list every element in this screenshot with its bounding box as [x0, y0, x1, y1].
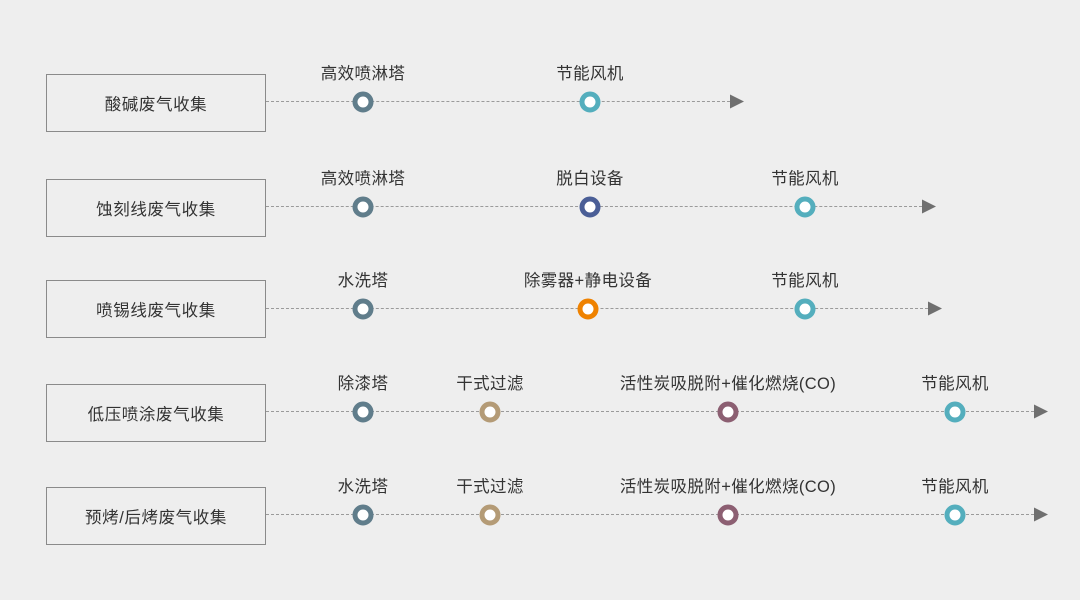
source-box[interactable]: 喷锡线废气收集: [46, 280, 266, 338]
process-node-marker[interactable]: [352, 298, 374, 320]
process-node-label: 除漆塔: [337, 375, 389, 393]
flow-arrow-head-icon: [1034, 507, 1048, 522]
process-node-marker[interactable]: [352, 504, 374, 526]
source-box[interactable]: 预烤/后烤废气收集: [46, 487, 266, 545]
source-box[interactable]: 蚀刻线废气收集: [46, 179, 266, 237]
process-node-label: 干式过滤: [456, 375, 524, 393]
process-node-marker[interactable]: [944, 401, 966, 423]
process-node-label: 活性炭吸脱附+催化燃烧(CO): [619, 375, 837, 393]
source-box-label: 酸碱废气收集: [104, 96, 208, 114]
process-node-label: 干式过滤: [456, 478, 524, 496]
process-node-label: 脱白设备: [556, 170, 624, 188]
process-node-label: 节能风机: [921, 375, 989, 393]
process-node-label: 节能风机: [771, 272, 839, 290]
process-node-label: 节能风机: [921, 478, 989, 496]
flow-arrow-head-icon: [922, 199, 936, 214]
process-node-marker[interactable]: [579, 196, 601, 218]
process-node-label: 节能风机: [771, 170, 839, 188]
flow-arrow-head-icon: [928, 301, 942, 316]
source-box[interactable]: 低压喷涂废气收集: [46, 384, 266, 442]
process-node-marker[interactable]: [579, 91, 601, 113]
process-node-marker[interactable]: [794, 196, 816, 218]
flow-connector-line: [266, 101, 730, 102]
process-node-marker[interactable]: [352, 401, 374, 423]
process-node-marker[interactable]: [479, 504, 501, 526]
process-node-label: 活性炭吸脱附+催化燃烧(CO): [619, 478, 837, 496]
flow-arrow-head-icon: [1034, 404, 1048, 419]
process-node-label: 高效喷淋塔: [320, 170, 406, 188]
process-node-marker[interactable]: [479, 401, 501, 423]
process-node-marker[interactable]: [944, 504, 966, 526]
process-node-label: 水洗塔: [337, 478, 389, 496]
process-node-marker[interactable]: [352, 91, 374, 113]
source-box[interactable]: 酸碱废气收集: [46, 74, 266, 132]
process-node-marker[interactable]: [352, 196, 374, 218]
source-box-label: 蚀刻线废气收集: [96, 201, 216, 219]
process-node-label: 高效喷淋塔: [320, 65, 406, 83]
process-node-label: 除雾器+静电设备: [523, 272, 653, 290]
source-box-label: 喷锡线废气收集: [96, 302, 216, 320]
source-box-label: 预烤/后烤废气收集: [85, 509, 227, 527]
process-node-marker[interactable]: [577, 298, 599, 320]
flow-connector-line: [266, 514, 1034, 515]
process-node-label: 水洗塔: [337, 272, 389, 290]
process-node-marker[interactable]: [794, 298, 816, 320]
process-node-marker[interactable]: [717, 401, 739, 423]
process-node-label: 节能风机: [556, 65, 624, 83]
flow-connector-line: [266, 411, 1034, 412]
flow-arrow-head-icon: [730, 94, 744, 109]
source-box-label: 低压喷涂废气收集: [87, 406, 225, 424]
process-node-marker[interactable]: [717, 504, 739, 526]
